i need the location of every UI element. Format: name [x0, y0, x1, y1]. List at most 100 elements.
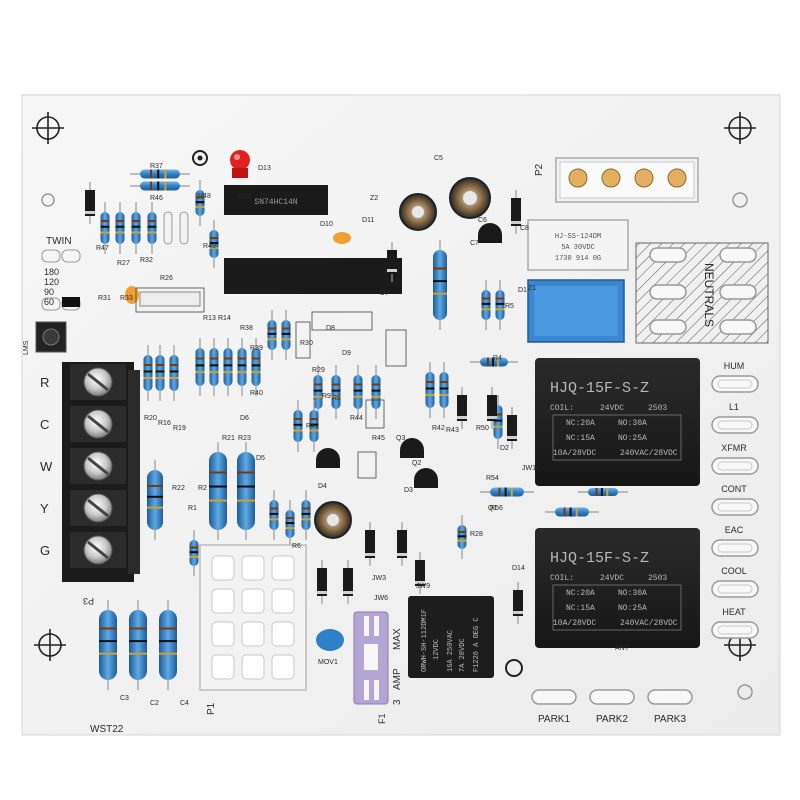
resistor: [209, 452, 227, 530]
diode: [85, 190, 95, 216]
twin-value: 90: [44, 287, 54, 297]
component-ref: R21: [222, 435, 235, 442]
component-ref: C6: [478, 217, 487, 224]
component-ref: K3: [620, 370, 629, 377]
component-ref: C8: [520, 225, 529, 232]
component-ref: JW6: [374, 595, 388, 602]
connector-pin: [211, 588, 235, 614]
component-ref: D7: [380, 290, 389, 297]
resistor: [131, 212, 141, 244]
resistor: [159, 610, 177, 680]
component-ref: R40: [250, 390, 263, 397]
svg-text:10A/28VDC: 10A/28VDC: [553, 619, 596, 628]
terminal-label: XFMR: [721, 443, 747, 453]
component-ref: Q2: [412, 460, 421, 467]
capacitor-c5: [333, 232, 351, 244]
component-ref: D2: [500, 445, 509, 452]
resistor-white: [179, 211, 189, 245]
mount-hole-lower-right: [737, 684, 753, 700]
svg-text:HJQ-15F-S-Z: HJQ-15F-S-Z: [550, 380, 649, 397]
resistor: [140, 181, 180, 191]
component-ref: R31: [98, 295, 111, 302]
resistor: [237, 452, 255, 530]
terminal-letter: W: [40, 459, 53, 474]
resistor: [495, 290, 505, 320]
diode: [365, 530, 375, 558]
component-ref: R41: [306, 423, 319, 430]
relay-k4: HJQ-15F-S-Z COIL: 24VDC 2503 NC:20A NO:3…: [535, 358, 700, 486]
component-ref: D5: [256, 455, 265, 462]
resistor: [147, 212, 157, 244]
component-ref: D1: [518, 287, 527, 294]
resistor: [169, 355, 179, 391]
component-ref: R42: [432, 425, 445, 432]
svg-text:NO:25A: NO:25A: [618, 604, 647, 613]
resistor: [481, 290, 491, 320]
connector-pin: [241, 588, 265, 614]
resistor: [129, 610, 147, 680]
resistor: [195, 348, 205, 386]
connector-pin: [241, 555, 265, 581]
twin-jumper: [41, 249, 81, 311]
component-ref: C3: [120, 695, 129, 702]
connector-pin: [271, 555, 295, 581]
silkscreen-outlines: [135, 287, 407, 479]
svg-text:NO:30A: NO:30A: [618, 419, 647, 428]
component-ref: D6: [240, 415, 249, 422]
diode: [317, 568, 327, 596]
component-ref: R47: [96, 245, 109, 252]
component-ref: C7: [470, 240, 479, 247]
svg-text:2503: 2503: [648, 404, 667, 413]
svg-text:NO:30A: NO:30A: [618, 589, 647, 598]
component-ref: D14: [512, 565, 525, 572]
component-ref: Z2: [370, 195, 378, 202]
diode: [387, 250, 397, 274]
component-ref: R48: [198, 193, 211, 200]
component-ref: JW9: [416, 583, 430, 590]
spade-terminal: [711, 457, 759, 475]
svg-text:NO:25A: NO:25A: [618, 434, 647, 443]
park-spade: [589, 689, 635, 705]
component-ref: R37: [150, 163, 163, 170]
fuse-amp: AMP: [392, 668, 403, 690]
twin-label: TWIN: [46, 236, 72, 247]
mount-hole-right: [732, 192, 748, 208]
relay-k5: HJQ-15F-S-Z COIL: 24VDC 2503 NC:20A NO:3…: [535, 528, 700, 648]
component-ref: D12: [238, 193, 251, 200]
connector-pin: [271, 654, 295, 680]
component-ref: D11: [362, 217, 374, 224]
model-label: WST22: [90, 724, 124, 735]
neutral-terminals: [649, 247, 757, 335]
resistor: [237, 348, 247, 386]
connector-pin: [271, 621, 295, 647]
component-ref: R28: [470, 531, 483, 538]
p3-label: P3: [83, 596, 94, 606]
component-ref: R54: [486, 475, 499, 482]
resistor: [371, 375, 381, 409]
component-ref: JW11: [522, 465, 539, 472]
svg-text:1730 914 0G: 1730 914 0G: [555, 255, 601, 263]
component-ref: R30: [300, 340, 313, 347]
resistor: [147, 470, 163, 530]
resistor: [313, 375, 323, 409]
svg-text:2503: 2503: [648, 574, 667, 583]
connector-pin: [271, 588, 295, 614]
resistor: [293, 410, 303, 442]
component-ref: R50: [476, 425, 489, 432]
transistors: [316, 223, 502, 488]
resistor: [331, 375, 341, 409]
component-ref: D13: [258, 165, 271, 172]
component-ref: R13: [203, 315, 216, 322]
diode: [457, 395, 467, 421]
capacitor-c6: [125, 286, 139, 304]
svg-text:HJ-SS-124DM: HJ-SS-124DM: [555, 233, 601, 241]
relay-k1: ORWH-SH-112DM1F 12VDC 16A 250VAC 7A 28VD…: [408, 596, 494, 678]
ic-u3: [139, 291, 201, 307]
component-ref: R2: [198, 485, 207, 492]
resistor: [353, 375, 363, 409]
